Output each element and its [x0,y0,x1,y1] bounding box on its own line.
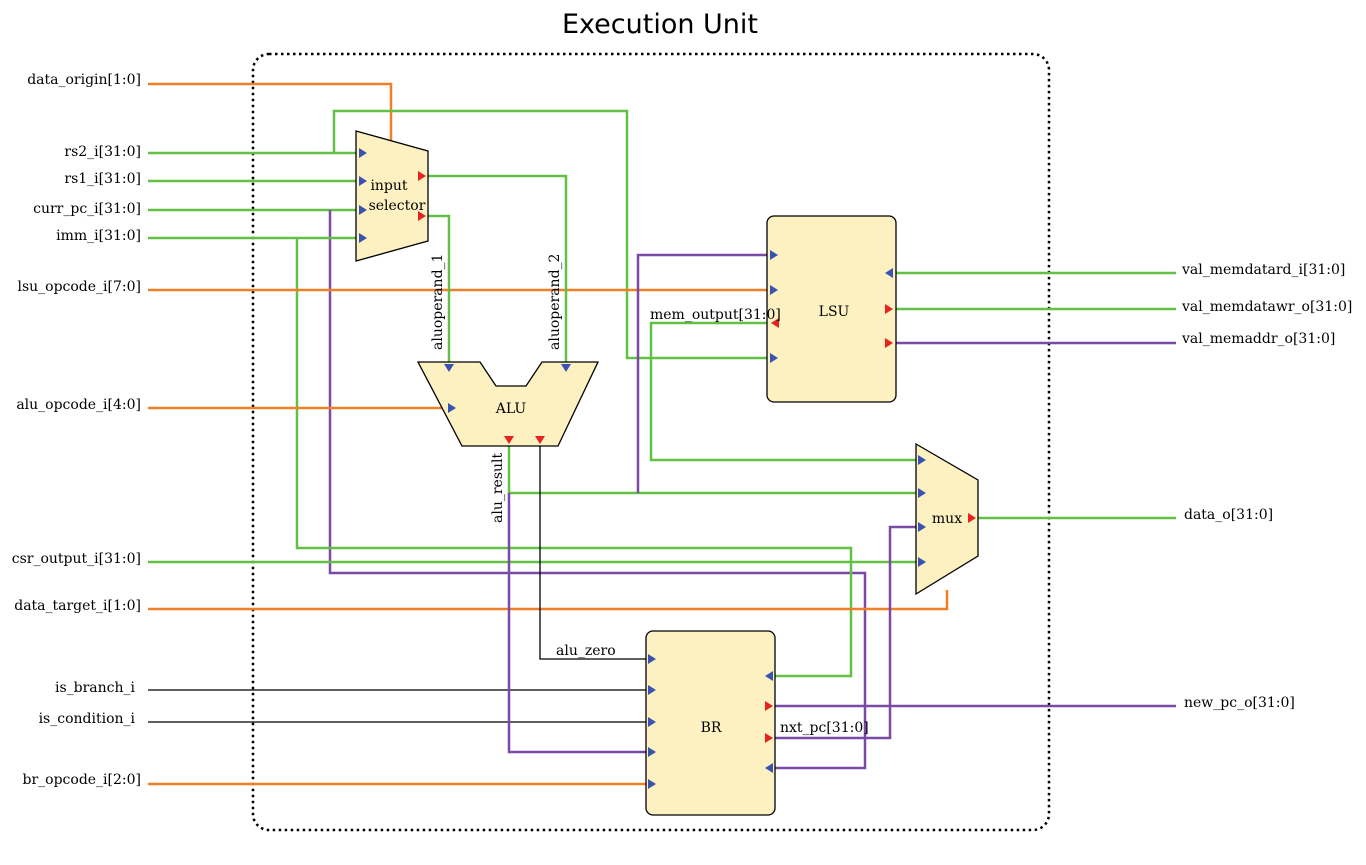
pin-br-is-branch [648,685,656,695]
input-label-is-condition: is_condition_i [39,711,136,727]
input-label-rs2: rs2_i[31:0] [64,144,141,160]
wire-data-origin [148,82,393,142]
module-boundary [251,52,1051,832]
input-label-csr-output: csr_output_i[31:0] [12,551,141,567]
output-label-data-o: data_o[31:0] [1184,507,1273,523]
output-label-new-pc: new_pc_o[31:0] [1184,695,1295,711]
pin-input-selector-out-1 [418,211,426,221]
signal-label-aluoperand-1: aluoperand_1 [430,254,446,350]
wire-alu-result-to-br [507,493,650,754]
pin-alu-result [504,436,514,444]
pin-br-imm [765,671,773,681]
signal-label-aluoperand-2: aluoperand_2 [547,254,563,350]
input-label-rs1: rs1_i[31:0] [64,171,141,187]
output-label-val-memdatawr: val_memdatawr_o[31:0] [1181,299,1352,315]
mux-block: mux [915,442,979,596]
input-label-curr-pc: curr_pc_i[31:0] [33,201,141,217]
input-selector-label-line1: input [370,178,407,194]
pin-br-alu-zero [648,654,656,664]
pin-alu-zero [535,436,545,444]
pin-lsu-write-data [770,353,778,363]
input-label-br-opcode: br_opcode_i[2:0] [23,772,142,788]
pin-input-selector-imm [359,233,367,243]
pin-lsu-memdatawr [885,304,893,314]
wire-curr-pc-to-br [328,210,867,770]
pin-input-selector-out-2 [418,171,426,181]
signal-label-alu-zero: alu_zero [556,643,616,659]
wire-mem-output [649,321,918,462]
pin-br-is-condition [648,717,656,727]
wire-data-target [148,590,949,611]
input-label-data-target: data_target_i[1:0] [14,598,141,614]
input-selector-block: input selector [355,130,429,262]
wire-aluoperand-2 [428,174,568,364]
br-block: BR [645,630,776,816]
pin-lsu-memaddr [885,338,893,348]
input-selector-label-line2: selector [369,198,426,214]
input-label-data-origin: data_origin[1:0] [27,72,141,88]
mux-label: mux [932,511,962,527]
pin-br-nxt-pc [765,733,773,743]
wire-lsu-address [636,253,770,493]
wire-alu-result-to-mux [507,444,918,495]
signal-label-mem-output: mem_output[31:0] [650,307,781,323]
pin-mux-in-csr [918,557,926,567]
diagram-title: Execution Unit [562,9,758,40]
wire-imm-to-br [295,238,853,678]
br-label: BR [701,720,722,736]
pin-br-curr-pc [765,763,773,773]
signal-label-alu-result: alu_result [490,453,506,523]
output-label-val-memaddr: val_memaddr_o[31:0] [1181,331,1335,347]
pin-br-opcode [648,779,656,789]
alu-label: ALU [495,401,527,417]
pin-br-new-pc [765,701,773,711]
output-label-val-memdatard: val_memdatard_i[31:0] [1181,262,1345,278]
input-label-lsu-opcode: lsu_opcode_i[7:0] [17,279,141,295]
pin-input-selector-rs1 [359,176,367,186]
pin-mux-in-alu [918,488,926,498]
signal-label-nxt-pc: nxt_pc[31:0] [780,720,869,736]
wire-alu-zero [539,444,650,660]
pin-lsu-address [770,250,778,260]
pin-alu-operand-2 [561,364,571,372]
pin-lsu-mem-output [771,318,779,328]
pin-mux-in-mem [918,455,926,465]
wire-aluoperand-1 [428,214,451,364]
wire-rs2-to-lsu [332,109,770,360]
input-label-is-branch: is_branch_i [55,680,136,696]
pin-mux-out [968,513,976,523]
pin-lsu-opcode [770,285,778,295]
pin-alu-operand-1 [444,364,454,372]
input-label-alu-opcode: alu_opcode_i[4:0] [16,397,141,413]
alu-block: ALU [416,361,600,447]
pin-alu-opcode [448,403,456,413]
pin-mux-in-pc [918,522,926,532]
pin-lsu-memdatard [885,268,893,278]
pin-input-selector-rs2 [359,148,367,158]
lsu-block: LSU [766,215,897,403]
pin-input-selector-curr-pc [359,205,367,215]
input-label-imm: imm_i[31:0] [56,228,141,244]
pin-br-alu-result [648,747,656,757]
lsu-label: LSU [819,304,850,320]
wire-nxt-pc [775,525,918,740]
